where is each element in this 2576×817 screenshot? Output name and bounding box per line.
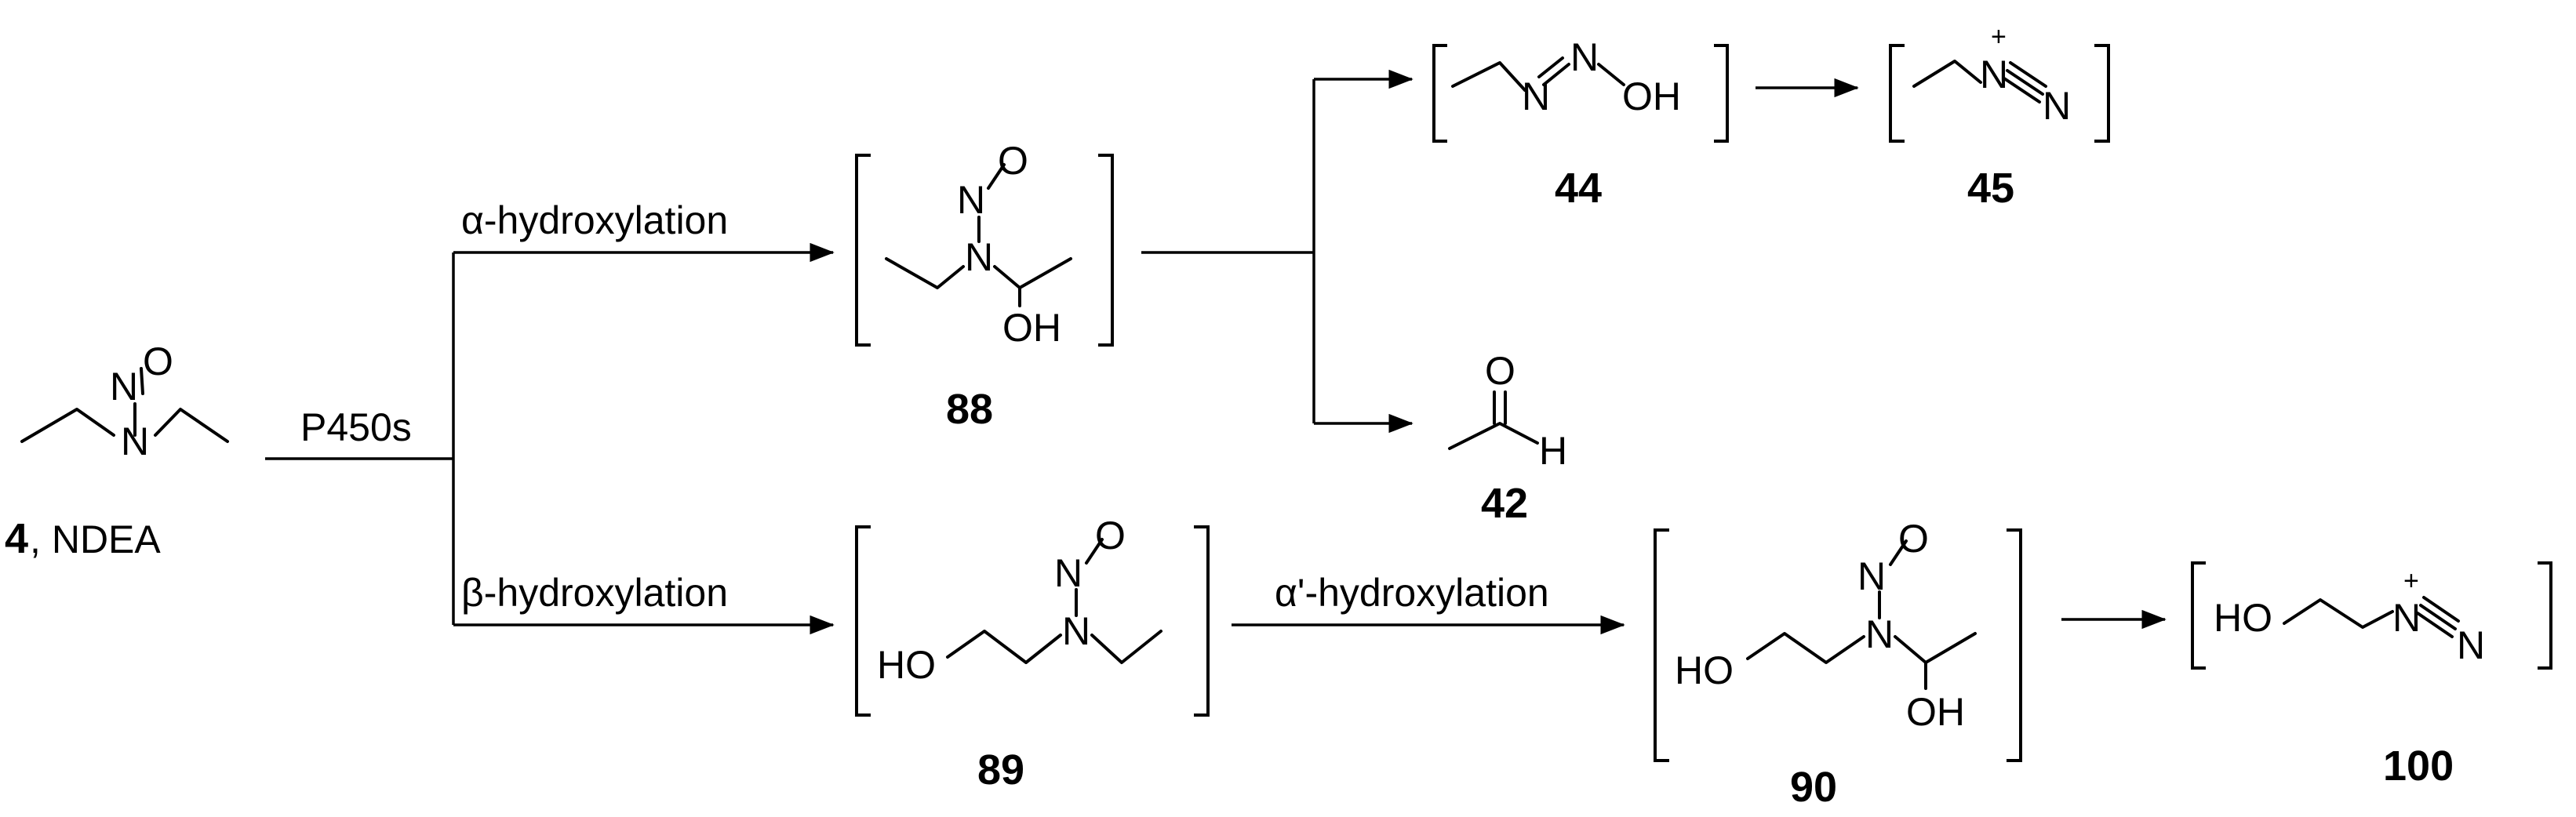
compound-number-44: 44	[1555, 165, 1602, 212]
atom-o: O	[1095, 514, 1126, 557]
compound-88: N N O OH 88	[855, 139, 1114, 433]
route-label-alpha: α-hydroxylation	[461, 198, 728, 242]
bond	[1537, 56, 1564, 78]
compound-42: O H 42	[1448, 349, 1567, 527]
compound-number-88: 88	[946, 386, 993, 433]
atom-oh: OH	[1002, 306, 1061, 350]
atom-n-amine: N	[1865, 612, 1894, 656]
atom-n: N	[1570, 35, 1599, 79]
bracket-left	[1432, 44, 1447, 143]
atom-n-nitroso: N	[110, 365, 138, 408]
compound-89: HO N N O 89	[855, 514, 1210, 793]
bracket-left	[1889, 44, 1905, 143]
bond	[885, 257, 965, 289]
atom-o: O	[143, 340, 173, 383]
atom-n-nitroso: N	[1054, 551, 1082, 595]
atom-n: N	[2043, 84, 2071, 128]
bond	[2422, 596, 2460, 623]
atom-h: H	[1539, 429, 1567, 473]
bracket-left	[855, 525, 871, 717]
atom-o: O	[1898, 517, 1929, 561]
atom-n: N	[1522, 74, 1550, 118]
reagent-label: P450s	[300, 405, 412, 449]
atom-oh: OH	[1906, 690, 1965, 734]
atom-n: N	[2457, 623, 2485, 667]
compound-4-ndea: N N O 4 , NDEA	[5, 340, 229, 562]
compound-number-90: 90	[1790, 764, 1837, 811]
bond	[1448, 422, 1539, 450]
compound-100: HO N + N 100	[2191, 561, 2552, 790]
bracket-right	[2538, 561, 2552, 670]
route-label-beta: β-hydroxylation	[461, 571, 728, 615]
compound-number-100: 100	[2383, 743, 2454, 790]
atom-n-plus: N	[1980, 53, 2008, 96]
bracket-right	[2094, 44, 2110, 143]
compound-44: N N OH 44	[1432, 35, 1729, 212]
bond	[2419, 604, 2457, 630]
bond	[2006, 69, 2044, 96]
atom-n-plus: N	[2392, 596, 2421, 640]
atom-oh: OH	[1622, 74, 1681, 118]
atom-n-nitroso: N	[1857, 554, 1886, 598]
bond	[1451, 61, 1526, 92]
bond	[1894, 632, 1977, 664]
split-lines	[1141, 69, 1414, 434]
bond	[1597, 63, 1625, 86]
atom-o: O	[998, 139, 1028, 183]
compound-45: N + N 45	[1889, 22, 2110, 212]
compound-90: HO N N O OH 90	[1654, 517, 2022, 811]
atom-n-amine: N	[1062, 609, 1090, 653]
bond	[946, 630, 1062, 664]
charge-plus: +	[1991, 22, 2007, 52]
atom-ho: HO	[877, 643, 936, 687]
charge-plus: +	[2403, 566, 2419, 596]
bond	[2283, 598, 2394, 629]
atom-o: O	[1485, 349, 1515, 393]
bond	[1542, 63, 1570, 86]
bond	[1746, 632, 1865, 664]
atom-n-nitroso: N	[957, 178, 985, 222]
bracket-left	[855, 154, 871, 347]
bracket-right	[1714, 44, 1729, 143]
compound-number-45: 45	[1967, 165, 2014, 212]
bond	[154, 408, 229, 443]
compound-name-4: , NDEA	[30, 517, 161, 561]
compound-number-89: 89	[977, 746, 1024, 793]
bond	[140, 367, 144, 395]
compound-number-4: 4	[5, 515, 28, 562]
bracket-right	[1098, 154, 1114, 347]
bracket-right	[1194, 525, 1210, 717]
bracket-left	[1654, 528, 1669, 762]
atom-n-amine: N	[121, 419, 149, 463]
atom-n-amine: N	[965, 235, 993, 279]
bond	[1889, 539, 1908, 566]
bond	[1090, 630, 1162, 664]
branch-lines: P450s α-hydroxylation β-hydroxylation	[265, 198, 835, 635]
bond	[2009, 61, 2047, 88]
route-label-alpha-prime: α'-hydroxylation	[1275, 571, 1549, 615]
bond	[20, 408, 115, 443]
bracket-right	[2007, 528, 2022, 762]
bond	[1912, 60, 1982, 88]
bond	[987, 163, 1006, 190]
bond	[2003, 77, 2041, 103]
bond	[1085, 538, 1104, 565]
bond	[993, 257, 1072, 289]
bracket-left	[2191, 561, 2206, 670]
atom-ho: HO	[2214, 596, 2272, 640]
compound-number-42: 42	[1481, 480, 1528, 527]
atom-ho: HO	[1675, 648, 1734, 692]
bond	[2416, 612, 2454, 638]
